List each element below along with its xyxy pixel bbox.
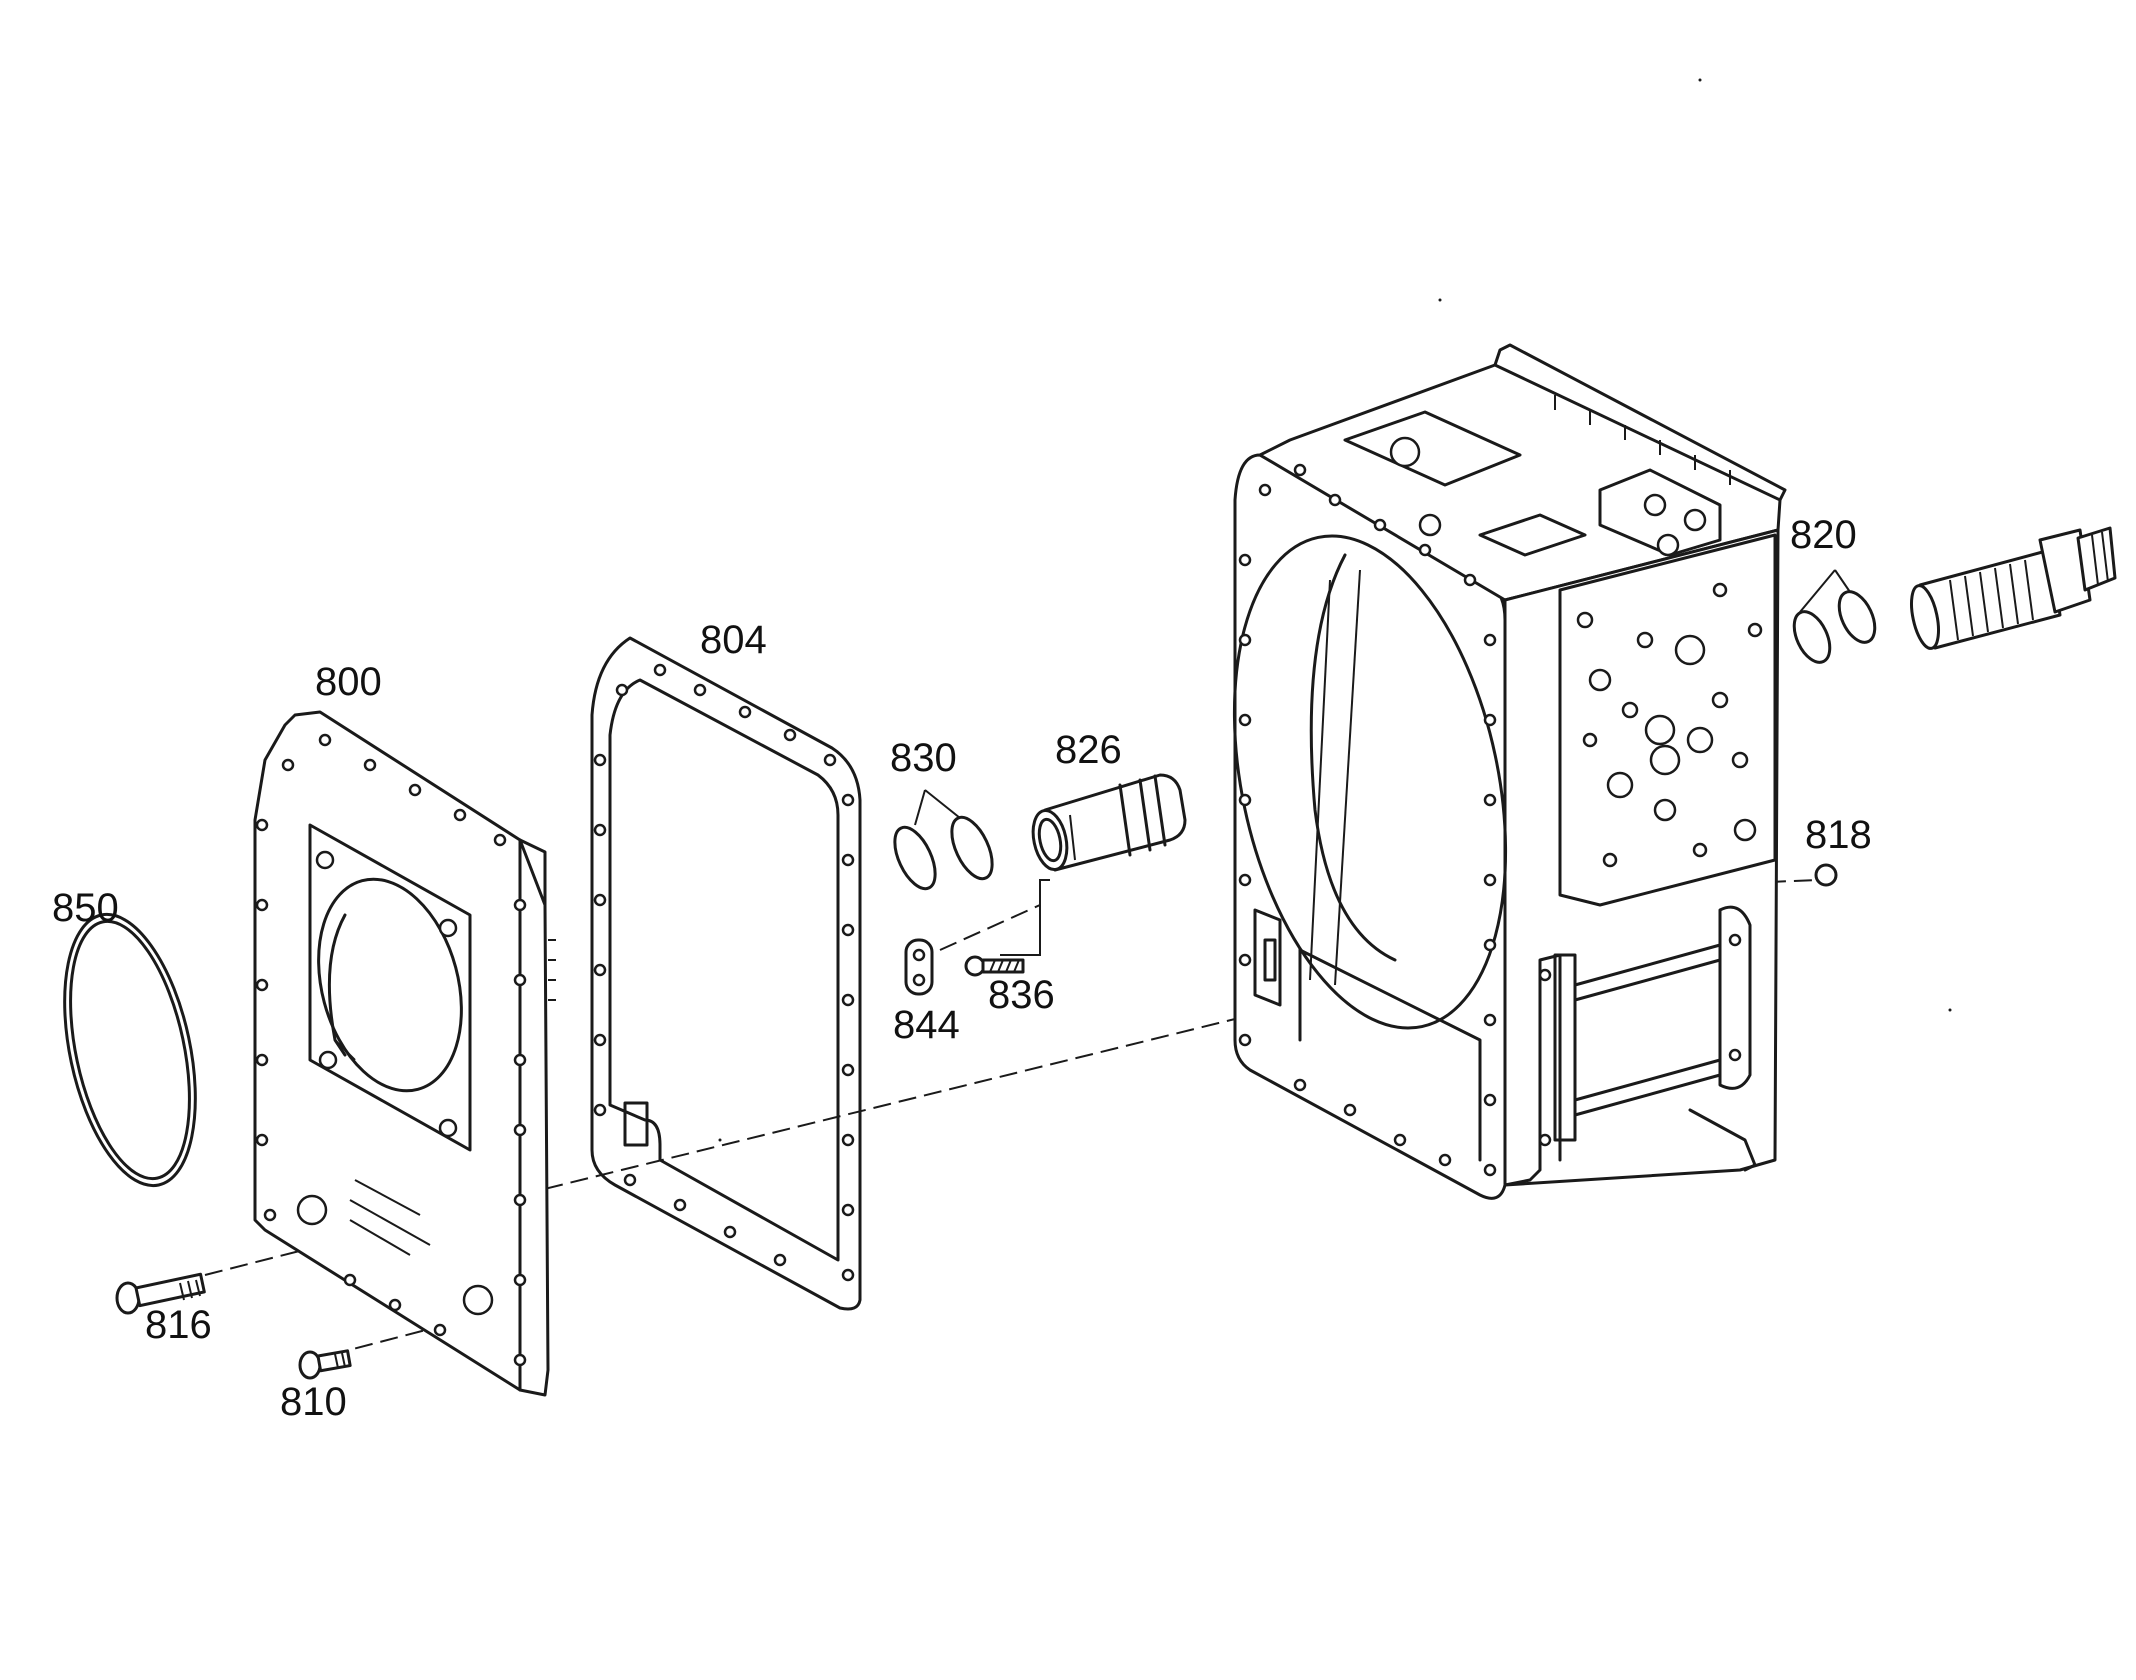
snap-rings-830 <box>893 789 994 891</box>
bolt-816 <box>115 1272 206 1315</box>
label-800: 800 <box>315 660 382 704</box>
bolt-810 <box>298 1349 352 1380</box>
rings-820 <box>1792 569 1877 664</box>
gasket-bolt-holes <box>593 663 855 1282</box>
cover-plate-800 <box>253 710 556 1397</box>
housing-flange-bolt-holes <box>1238 463 1497 1177</box>
sleeve-826 <box>1031 773 1187 872</box>
lock-plate-844 <box>904 938 934 996</box>
cover-plate-bolt-holes <box>255 733 527 1367</box>
label-804: 804 <box>700 618 767 662</box>
cover-plate-edge-knurl <box>548 939 556 1001</box>
label-826: 826 <box>1055 728 1122 772</box>
scan-specks <box>718 78 1952 1142</box>
side-plate-holes <box>1576 582 1763 868</box>
label-818: 818 <box>1805 813 1872 857</box>
label-844: 844 <box>893 1003 960 1047</box>
transmission-housing <box>1232 343 1787 1200</box>
label-816: 816 <box>145 1303 212 1347</box>
label-850: 850 <box>52 886 119 930</box>
label-810: 810 <box>280 1380 347 1424</box>
o-ring-850 <box>63 912 197 1188</box>
label-836: 836 <box>988 973 1055 1017</box>
nut-818 <box>1814 863 1838 887</box>
splined-shaft <box>1910 526 2117 650</box>
label-830: 830 <box>890 736 957 780</box>
label-820: 820 <box>1790 513 1857 557</box>
screw-836 <box>964 955 1025 977</box>
gasket-804 <box>590 636 862 1311</box>
